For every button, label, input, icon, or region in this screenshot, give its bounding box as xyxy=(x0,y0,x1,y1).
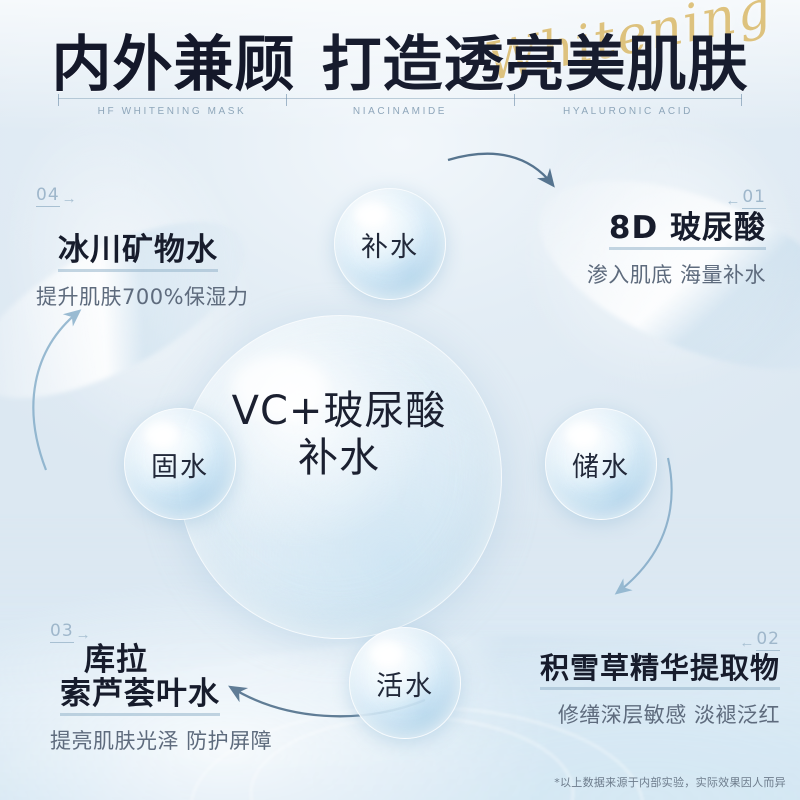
cycle-diagram: VC+玻尿酸 补水 补水 储水 活水 固水 xyxy=(0,140,800,740)
bubble-node-top-label: 补水 xyxy=(361,231,419,263)
callout-01-arrow-icon: ← xyxy=(725,191,741,209)
header-glow xyxy=(0,0,800,132)
callout-01: ← 01 8D 玻尿酸 渗入肌底 海量补水 xyxy=(587,188,766,289)
strip-tick-mid-1 xyxy=(286,94,287,106)
ingredient-strip: HF WHITENING MASK NIACINAMIDE HYALURONIC… xyxy=(58,94,742,118)
callout-02-arrow-icon: ← xyxy=(739,633,755,651)
callout-04: 04 → 冰川矿物水 提升肌肤700%保湿力 xyxy=(36,186,249,311)
ingredient-label-2: NIACINAMIDE xyxy=(352,106,448,117)
page-title: 内外兼顾 打造透亮美肌肤 xyxy=(0,16,800,103)
callout-02: ← 02 积雪草精华提取物 修缮深层敏感 淡褪泛红 xyxy=(539,630,780,729)
callout-03-number-row: 03 → xyxy=(50,622,272,643)
bubble-node-left-label: 固水 xyxy=(151,451,209,483)
callout-03-title-line-1: 库拉 xyxy=(84,641,148,678)
footnote-disclaimer: *以上数据来源于内部实验，实际效果因人而异 xyxy=(554,776,786,789)
callout-01-number: 01 xyxy=(742,187,766,209)
callout-02-number-row: ← 02 xyxy=(540,630,780,651)
bubble-node-bottom: 活水 xyxy=(349,627,461,739)
bubble-node-right: 储水 xyxy=(545,408,657,520)
callout-03-subtitle: 提亮肌肤光泽 防护屏障 xyxy=(50,728,273,753)
title-part-2: 打造透亮美肌肤 xyxy=(321,30,749,100)
callout-04-number-row: 04 → xyxy=(36,186,249,207)
bubble-node-right-label: 储水 xyxy=(572,451,630,483)
bubble-node-bottom-label: 活水 xyxy=(376,670,434,702)
callout-01-number-row: ← 01 xyxy=(587,188,766,209)
strip-divider-line xyxy=(58,98,742,99)
strip-tick-mid-2 xyxy=(514,94,515,106)
callout-02-subtitle: 修缮深层敏感 淡褪泛红 xyxy=(557,702,780,727)
callout-04-title: 冰川矿物水 xyxy=(58,233,218,272)
callout-03-title-line-2: 索芦荟叶水 xyxy=(60,677,220,716)
arrow-left-up xyxy=(32,309,82,471)
arrow-right-down xyxy=(614,457,673,595)
callout-03-number: 03 xyxy=(50,621,74,643)
callout-04-arrow-icon: → xyxy=(61,189,77,207)
title-part-1: 内外兼顾 xyxy=(51,30,296,100)
callout-02-title: 积雪草精华提取物 xyxy=(539,652,780,690)
callout-03-arrow-icon: → xyxy=(75,625,91,643)
bubble-node-left: 固水 xyxy=(124,408,236,520)
callout-03: 03 → 库拉 索芦荟叶水 提亮肌肤光泽 防护屏障 xyxy=(50,622,272,755)
callout-01-title: 8D 玻尿酸 xyxy=(608,211,766,250)
callout-02-number: 02 xyxy=(756,629,780,651)
callout-04-number: 04 xyxy=(36,185,60,207)
strip-tick-start xyxy=(58,94,59,106)
callout-01-subtitle: 渗入肌底 海量补水 xyxy=(586,262,766,287)
ingredient-label-3: HYALURONIC ACID xyxy=(563,106,693,117)
central-claim-line-1: VC+玻尿酸 xyxy=(231,388,447,434)
strip-tick-end xyxy=(741,94,742,106)
header: Whitening 内外兼顾 打造透亮美肌肤 HF WHITENING MASK… xyxy=(0,0,800,132)
central-claim-line-2: 补水 xyxy=(298,435,380,482)
central-claim: VC+玻尿酸 补水 xyxy=(178,388,500,482)
callout-04-subtitle: 提升肌肤700%保湿力 xyxy=(36,284,249,309)
bubble-node-top: 补水 xyxy=(334,188,446,300)
ingredient-label-1: HF WHITENING MASK xyxy=(97,106,247,117)
arrow-top-right xyxy=(447,152,555,188)
central-bubble xyxy=(178,315,502,639)
